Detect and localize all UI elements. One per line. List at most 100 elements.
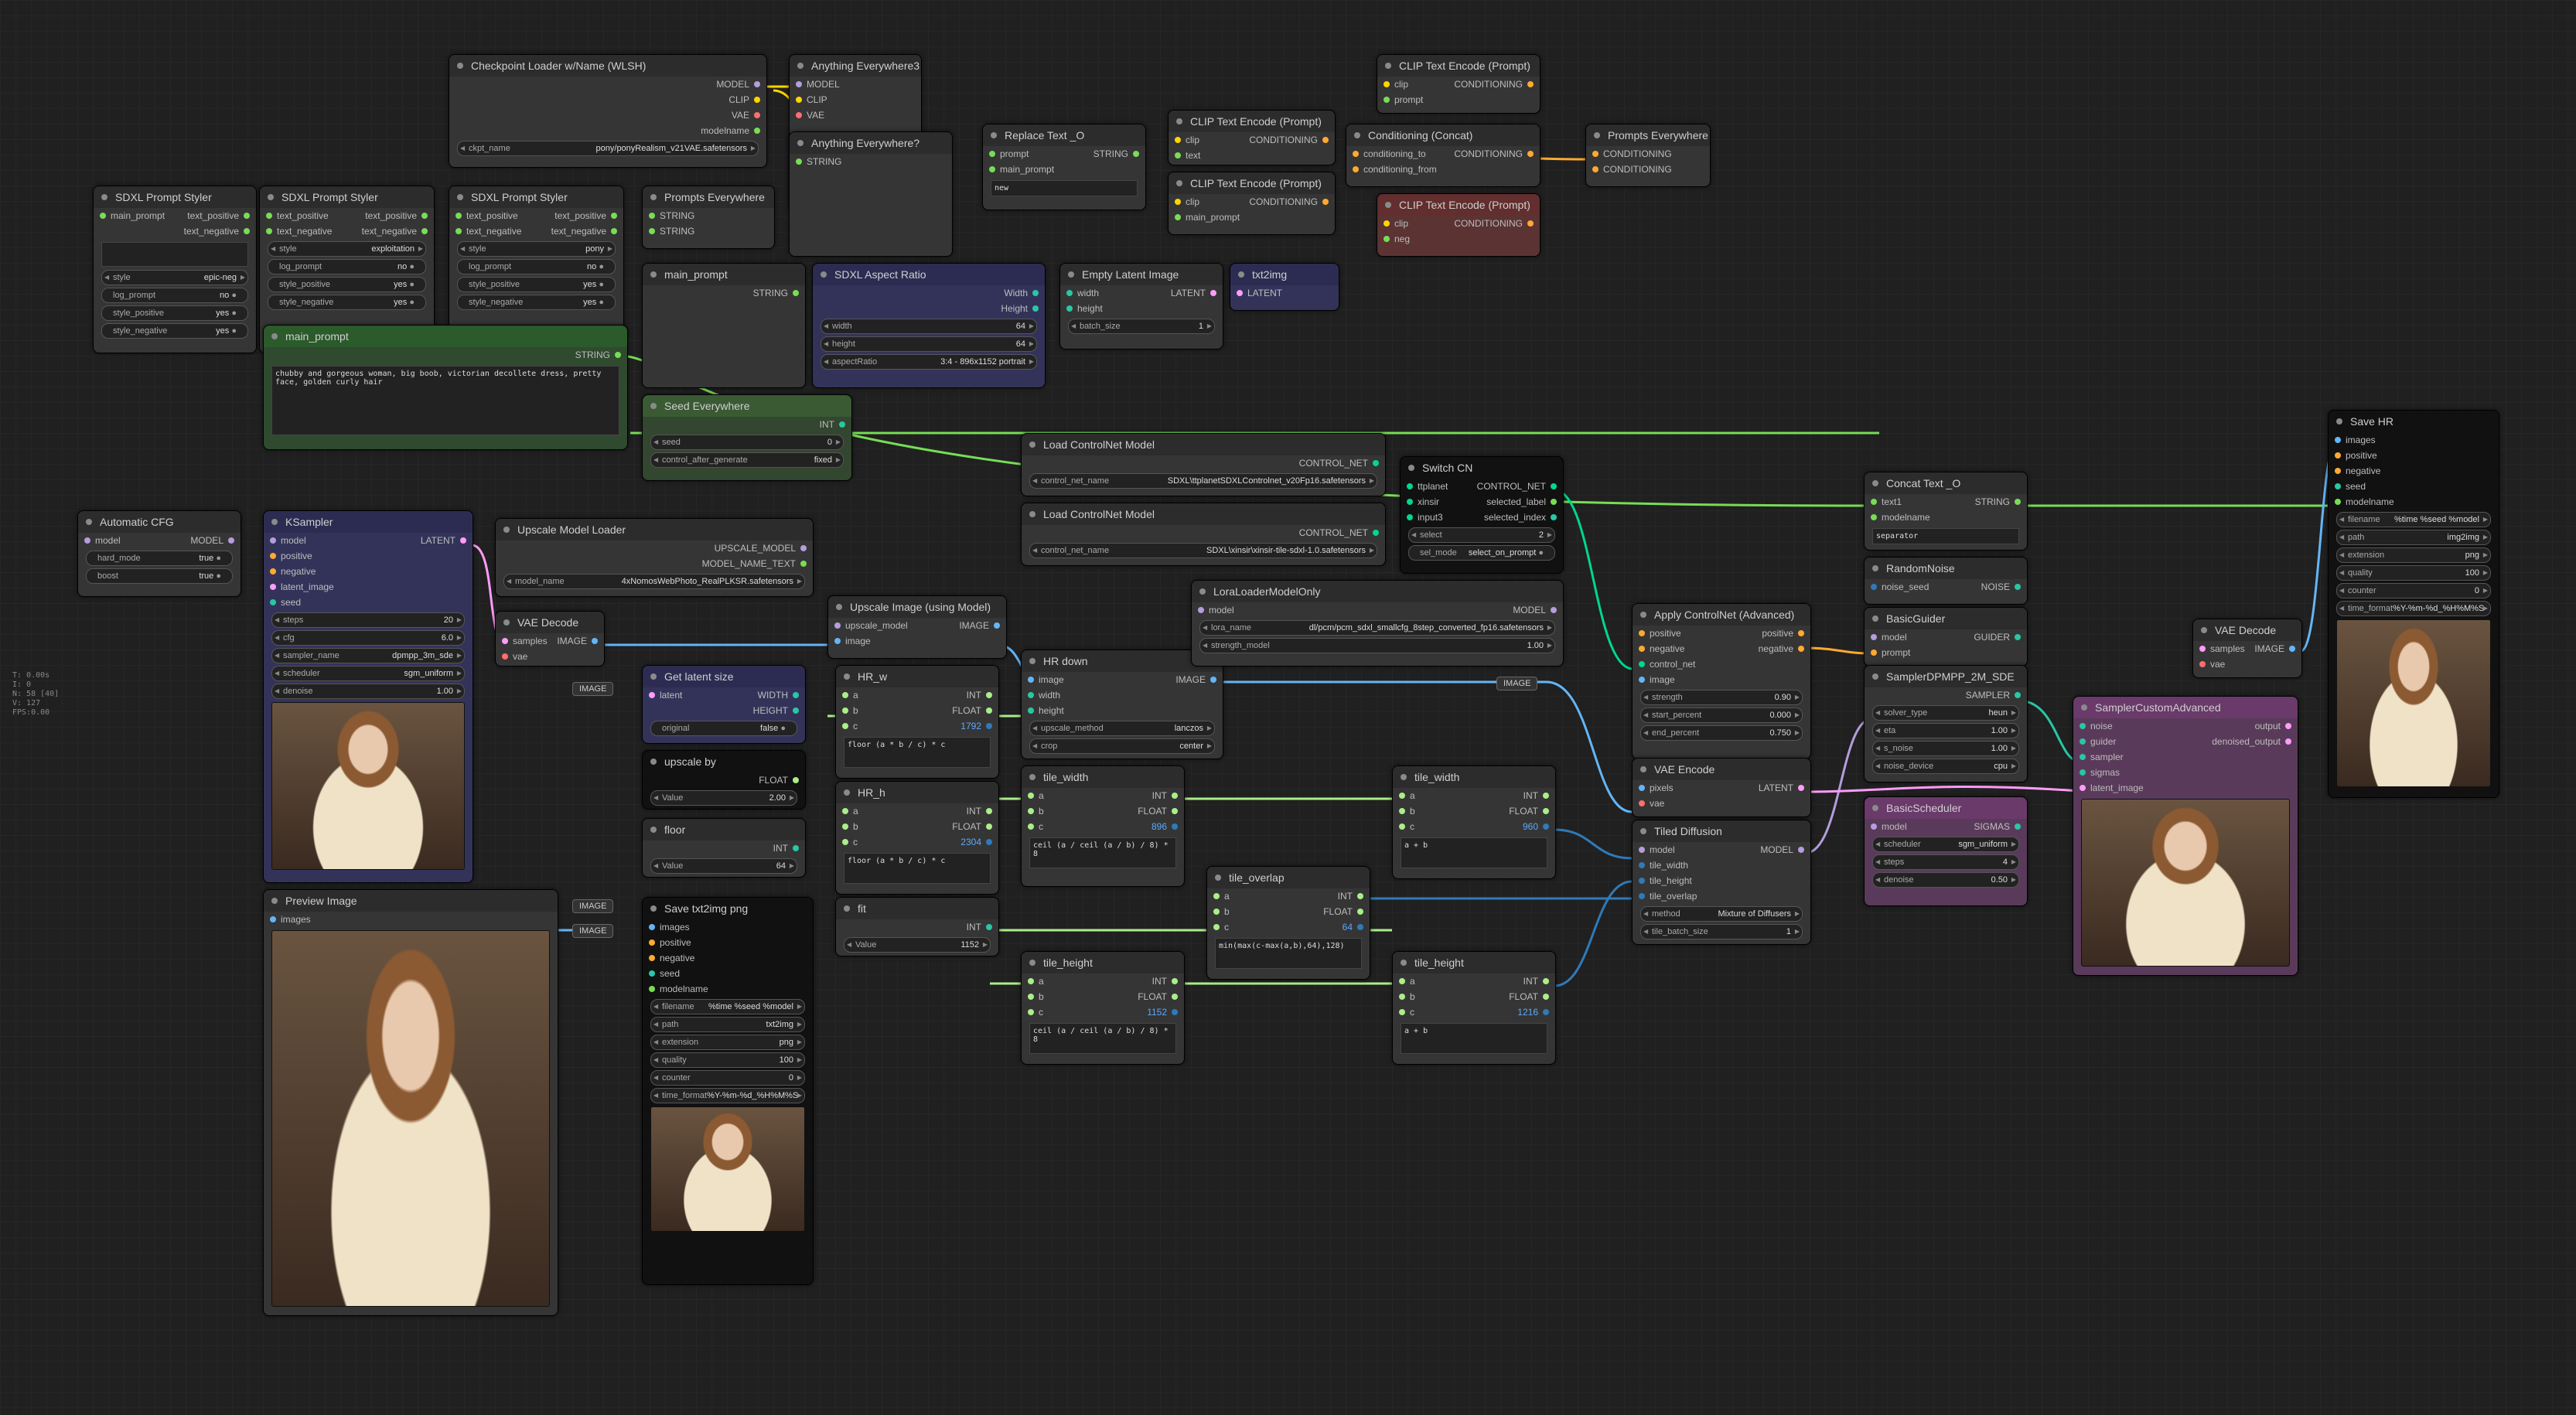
slot-in[interactable]: height <box>1022 703 1223 718</box>
slot-out[interactable]: VAE <box>449 107 766 123</box>
slot-dot-icon[interactable] <box>1527 151 1534 157</box>
slot-dot-icon[interactable] <box>592 638 598 644</box>
slot-dot-icon[interactable] <box>649 986 655 992</box>
slot-dot-icon[interactable] <box>754 112 760 118</box>
node-title[interactable]: tile_width <box>1393 766 1555 788</box>
node-title[interactable]: Upscale Image (using Model) <box>828 596 1006 618</box>
slot-in[interactable]: seed <box>643 966 813 981</box>
slot-dot-icon[interactable] <box>793 777 799 783</box>
node-title[interactable]: Load ControlNet Model <box>1022 503 1385 525</box>
slot-out[interactable]: Height <box>813 301 1045 316</box>
slot-dot-icon[interactable] <box>1028 1009 1034 1015</box>
slot-in[interactable]: tile_width <box>1633 858 1810 873</box>
slot-in[interactable]: negative <box>2329 463 2499 479</box>
slot-dot-icon[interactable] <box>649 939 655 946</box>
slot-in[interactable]: vae <box>496 649 604 664</box>
slot-dot-icon[interactable] <box>2335 468 2341 474</box>
slot-dot-icon[interactable] <box>270 599 276 605</box>
slot-in[interactable]: VAE <box>790 107 921 123</box>
slot-out[interactable]: CLIP <box>449 92 766 107</box>
slot-in[interactable]: STRING <box>790 154 952 169</box>
slot-dot-icon[interactable] <box>796 81 802 87</box>
slot-in[interactable]: neg <box>1377 231 1540 247</box>
slot-dot-icon[interactable] <box>611 213 617 219</box>
slot-in[interactable]: conditioning_from <box>1346 162 1540 177</box>
slot-in[interactable]: negative <box>643 950 813 966</box>
slot-dot-icon[interactable] <box>1032 290 1039 296</box>
slot-dot-icon[interactable] <box>800 561 807 567</box>
node-title[interactable]: LoraLoaderModelOnly <box>1192 581 1563 602</box>
slot-dot-icon[interactable] <box>649 970 655 977</box>
slot-dot-icon[interactable] <box>270 537 276 544</box>
slot-dot-icon[interactable] <box>986 708 992 714</box>
node-title[interactable]: upscale by <box>643 751 805 772</box>
slot-dot-icon[interactable] <box>2199 646 2206 652</box>
slot-dot-icon[interactable] <box>1798 847 1804 853</box>
node-fit[interactable]: fitINTValue1152 <box>835 897 999 956</box>
slot-dot-icon[interactable] <box>1357 909 1363 915</box>
slot-dot-icon[interactable] <box>986 823 992 830</box>
node-title[interactable]: HR_h <box>836 782 998 803</box>
slot-dot-icon[interactable] <box>1407 483 1413 489</box>
slot-in[interactable]: CONDITIONING <box>1586 146 1710 162</box>
image-preview[interactable] <box>271 930 550 1307</box>
slot-in[interactable]: sampler <box>2073 749 2298 765</box>
slot-dot-icon[interactable] <box>793 692 799 698</box>
slot-dot-icon[interactable] <box>1871 634 1877 640</box>
reroute-image[interactable]: IMAGE <box>1496 677 1538 690</box>
slot-dot-icon[interactable] <box>2335 499 2341 505</box>
replace-new[interactable]: new <box>991 180 1138 196</box>
slot-in[interactable]: negative <box>264 564 473 579</box>
slot-dot-icon[interactable] <box>1172 808 1178 814</box>
slot-dot-icon[interactable] <box>1871 514 1877 520</box>
slot-dot-icon[interactable] <box>1871 650 1877 656</box>
image-preview[interactable] <box>650 1106 805 1232</box>
slot-dot-icon[interactable] <box>986 924 992 930</box>
node-title[interactable]: HR_w <box>836 666 998 687</box>
slot-dot-icon[interactable] <box>842 823 848 830</box>
slot-dot-icon[interactable] <box>989 166 995 172</box>
slot-dot-icon[interactable] <box>1639 847 1645 853</box>
slot-in[interactable]: vae <box>1633 796 1810 811</box>
slot-dot-icon[interactable] <box>2080 769 2086 776</box>
slot-dot-icon[interactable] <box>1028 708 1034 714</box>
slot-dot-icon[interactable] <box>1373 530 1379 536</box>
slot-dot-icon[interactable] <box>270 568 276 575</box>
slot-dot-icon[interactable] <box>1322 137 1329 143</box>
slot-dot-icon[interactable] <box>754 81 760 87</box>
slot-dot-icon[interactable] <box>1639 893 1645 899</box>
slot-dot-icon[interactable] <box>994 622 1000 629</box>
